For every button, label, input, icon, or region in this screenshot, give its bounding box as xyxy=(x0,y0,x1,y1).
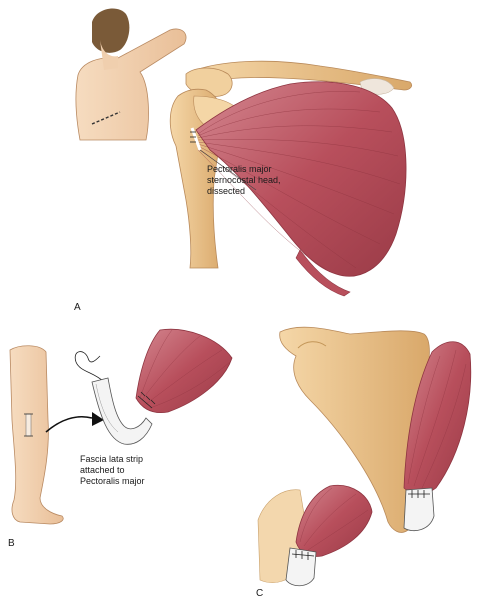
fascia-lata-graft xyxy=(91,377,153,445)
panel-c-figure xyxy=(257,326,472,587)
panel-b-figure xyxy=(9,328,233,525)
panel-c-label: C xyxy=(256,588,264,599)
pectoralis-major-muscle xyxy=(195,81,407,277)
panel-a-label: A xyxy=(74,302,81,313)
panel-a-figure xyxy=(75,8,412,297)
arrow-icon xyxy=(45,412,104,433)
suture-icon xyxy=(190,131,196,143)
pectoralis-callout-label: Pectoralis major sternocostal head, diss… xyxy=(207,164,281,196)
leg-outline xyxy=(9,345,64,525)
fascia-callout-label: Fascia lata strip attached to Pectoralis… xyxy=(80,454,145,486)
clavicle-bone xyxy=(189,60,412,91)
closeup-muscle xyxy=(295,484,373,557)
panel-b-label: B xyxy=(8,538,15,549)
patient-torso-thumbnail xyxy=(75,8,187,141)
